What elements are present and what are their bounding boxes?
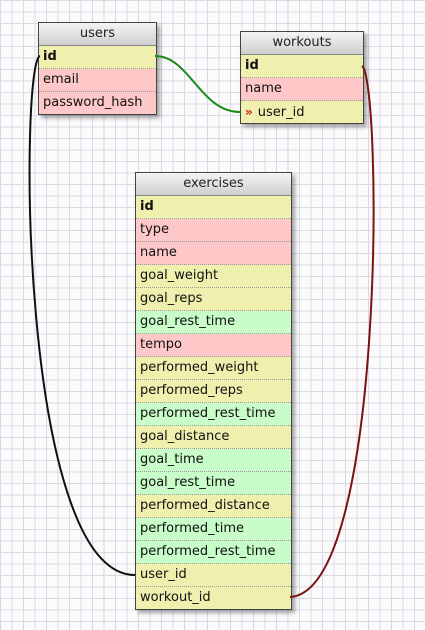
users-field-email[interactable]: email	[39, 69, 156, 92]
users-field-id[interactable]: id	[39, 46, 156, 69]
exercises-field-performed-rest-time-2[interactable]: performed_rest_time	[136, 541, 291, 564]
exercises-field-performed-time[interactable]: performed_time	[136, 518, 291, 541]
workouts-field-user-id-label: user_id	[257, 105, 305, 120]
table-workouts[interactable]: workouts id name » user_id	[240, 31, 364, 124]
table-exercises-title[interactable]: exercises	[136, 173, 291, 196]
workouts-field-name[interactable]: name	[241, 78, 363, 101]
table-users-title[interactable]: users	[39, 23, 156, 46]
exercises-field-tempo[interactable]: tempo	[136, 334, 291, 357]
exercises-field-performed-weight[interactable]: performed_weight	[136, 357, 291, 380]
exercises-field-performed-reps[interactable]: performed_reps	[136, 380, 291, 403]
exercises-field-goal-weight[interactable]: goal_weight	[136, 265, 291, 288]
table-workouts-title[interactable]: workouts	[241, 32, 363, 55]
workouts-field-user-id[interactable]: » user_id	[241, 101, 363, 123]
exercises-field-user-id[interactable]: user_id	[136, 564, 291, 587]
workouts-field-id[interactable]: id	[241, 55, 363, 78]
users-field-password-hash[interactable]: password_hash	[39, 92, 156, 114]
exercises-field-type[interactable]: type	[136, 219, 291, 242]
relation-users-exercises	[28, 55, 136, 576]
exercises-field-goal-reps[interactable]: goal_reps	[136, 288, 291, 311]
exercises-field-name[interactable]: name	[136, 242, 291, 265]
exercises-field-goal-rest-time[interactable]: goal_rest_time	[136, 311, 291, 334]
foreign-key-icon: »	[245, 105, 253, 119]
exercises-field-goal-distance[interactable]: goal_distance	[136, 426, 291, 449]
relation-users-workouts	[154, 55, 241, 113]
exercises-field-id[interactable]: id	[136, 196, 291, 219]
table-users[interactable]: users id email password_hash	[38, 22, 157, 115]
table-exercises[interactable]: exercises id type name goal_weight goal_…	[135, 172, 292, 610]
exercises-field-goal-rest-time-2[interactable]: goal_rest_time	[136, 472, 291, 495]
exercises-field-goal-time[interactable]: goal_time	[136, 449, 291, 472]
exercises-field-performed-distance[interactable]: performed_distance	[136, 495, 291, 518]
exercises-field-performed-rest-time[interactable]: performed_rest_time	[136, 403, 291, 426]
relation-workouts-exercises	[289, 65, 375, 598]
exercises-field-workout-id[interactable]: workout_id	[136, 587, 291, 609]
